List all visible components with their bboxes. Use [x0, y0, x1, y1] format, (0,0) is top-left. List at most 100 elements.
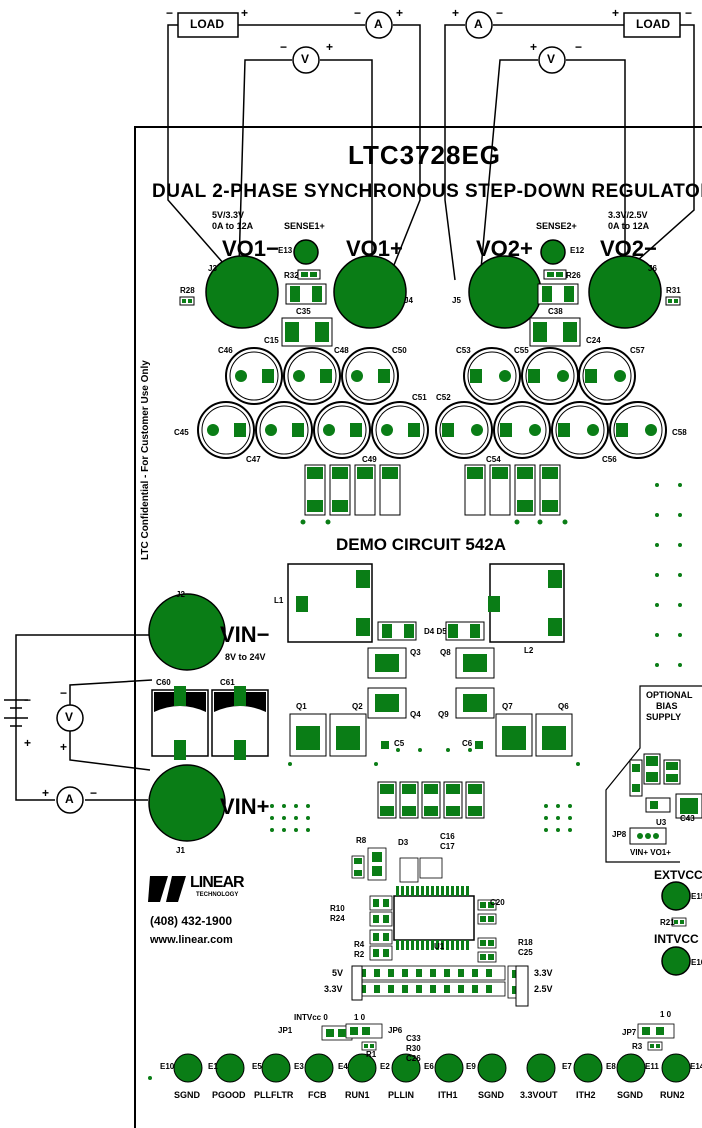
- ref-e3: E3: [294, 1062, 304, 1071]
- ref-q4: Q4: [410, 710, 421, 719]
- turret-label-fcb: FCB: [308, 1090, 327, 1100]
- phone-number: (408) 432-1900: [150, 914, 233, 928]
- ref-c47: C47: [246, 455, 261, 464]
- voltmeter-input-circle: [56, 704, 84, 732]
- turret-e8: [573, 1053, 603, 1083]
- battery-minus: −: [24, 693, 32, 707]
- vm-input-plus: +: [60, 740, 68, 754]
- ref-j2: J2: [176, 590, 185, 599]
- vm-left-plus: +: [326, 40, 334, 54]
- sense2-label: SENSE2+: [536, 221, 577, 231]
- turret-label-pllfltr: PLLFLTR: [254, 1090, 294, 1100]
- vin-minus-label: VIN−: [220, 622, 270, 647]
- ref-j1: J1: [176, 846, 185, 855]
- turret-vo2-plus: [468, 255, 542, 329]
- jp1-label: INTVcc 0: [294, 1013, 328, 1022]
- turret-vo1-plus: [333, 255, 407, 329]
- amm-right-minus: −: [496, 6, 504, 20]
- jumper-jp4: [515, 965, 529, 1007]
- ref-r10: R10: [330, 904, 345, 913]
- bias-supply-outline: [605, 685, 702, 863]
- pcb-board-outline: [134, 126, 702, 1128]
- ref-q7: Q7: [502, 702, 513, 711]
- ref-e2: E2: [380, 1062, 390, 1071]
- vm-left-minus: −: [280, 40, 288, 54]
- ref-e5: E5: [252, 1062, 262, 1071]
- ref-c51: C51: [412, 393, 427, 402]
- ammeter-input-circle: [56, 786, 84, 814]
- amm-input-plus: +: [42, 786, 50, 800]
- turret-e3: [304, 1053, 334, 1083]
- vm-right-minus: −: [575, 40, 583, 54]
- extvcc-label: EXTVCC: [654, 868, 702, 882]
- turret-e5: [261, 1053, 291, 1083]
- input-caps: [151, 686, 269, 760]
- ref-l1: L1: [274, 596, 284, 605]
- ref-c49: C49: [362, 455, 377, 464]
- voltmeter-left-label: V: [301, 52, 310, 66]
- turret-label-pllin: PLLIN: [388, 1090, 414, 1100]
- turret-intvcc: [661, 946, 691, 976]
- ref-c33: C33: [406, 1034, 421, 1043]
- amm-left-plus: +: [396, 6, 404, 20]
- ref-c56: C56: [602, 455, 617, 464]
- ref-c16: C16: [440, 832, 455, 841]
- battery-symbol: [4, 699, 28, 727]
- ref-j6: J6: [648, 264, 657, 273]
- turret-label-run2: RUN2: [660, 1090, 685, 1100]
- ref-e1: E1: [208, 1062, 218, 1071]
- turret-label-ith2: ITH2: [576, 1090, 596, 1100]
- jp8-labels: VIN+ VO1+: [630, 848, 671, 857]
- load-right-plus: +: [612, 6, 620, 20]
- ref-r31: R31: [666, 286, 681, 295]
- ref-j4: J4: [404, 296, 413, 305]
- ref-c53: C53: [456, 346, 471, 355]
- ammeter-left-label: A: [374, 17, 383, 31]
- ref-c61: C61: [220, 678, 235, 687]
- ref-e12: E12: [570, 246, 585, 255]
- turret-label-sgnd-2: SGND: [478, 1090, 505, 1100]
- ref-e8: E8: [606, 1062, 616, 1071]
- jp5-5v: 5V: [332, 968, 344, 978]
- ref-q2: Q2: [352, 702, 363, 711]
- jp4-25v: 2.5V: [534, 984, 553, 994]
- load-right-minus: −: [685, 6, 693, 20]
- battery-plus: +: [24, 736, 32, 750]
- ref-r1: R1: [366, 1050, 377, 1059]
- ref-c38: C38: [548, 307, 563, 316]
- ammeter-right-label: A: [474, 17, 483, 31]
- load-left-minus: −: [166, 6, 174, 20]
- logo-subtext: TECHNOLOGY: [196, 892, 239, 898]
- ref-l2: L2: [524, 646, 534, 655]
- ref-c48: C48: [334, 346, 349, 355]
- amm-right-plus: +: [452, 6, 460, 20]
- ref-r4: R4: [354, 940, 365, 949]
- ref-c20: C20: [490, 898, 505, 907]
- turret-sense2: [540, 239, 566, 265]
- ref-e15: E15: [691, 892, 702, 901]
- linear-logo-mark: [148, 876, 186, 902]
- vo1-minus-label: VO1−: [222, 236, 279, 261]
- ref-r3: R3: [632, 1042, 643, 1051]
- turret-extvcc: [661, 881, 691, 911]
- turret-label-pgood: PGOOD: [212, 1090, 246, 1100]
- jp5-33v: 3.3V: [324, 984, 343, 994]
- turret-e2: [391, 1053, 421, 1083]
- ref-d4d5: D4 D5: [424, 627, 447, 636]
- ref-c15: C15: [264, 336, 279, 345]
- vo1-plus-label: VO1+: [346, 236, 403, 261]
- logo-text: LINEAR: [190, 874, 245, 891]
- ref-e7: E7: [562, 1062, 572, 1071]
- website: www.linear.com: [150, 934, 233, 946]
- bias-title-1: OPTIONAL: [646, 690, 693, 700]
- ref-e14: E14: [690, 1062, 702, 1071]
- ref-r18: R18: [518, 938, 533, 947]
- ref-e6: E6: [424, 1062, 434, 1071]
- ref-j5: J5: [452, 296, 461, 305]
- voltmeter-right-label: V: [547, 52, 556, 66]
- vo1-spec-2: 0A to 12A: [212, 221, 254, 231]
- voltmeter-left-circle: [292, 46, 320, 74]
- vo2-plus-label: VO2+: [476, 236, 533, 261]
- turret-vo2-minus: [588, 255, 662, 329]
- turret-vin-plus: [148, 764, 226, 842]
